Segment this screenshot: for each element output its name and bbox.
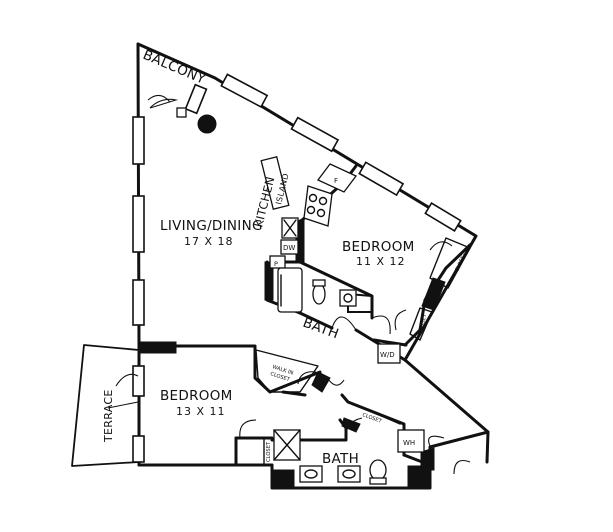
kitchen-fixtures [176,107,358,269]
living-dining-label: LIVING/DINING [160,218,263,234]
bath-2-fixtures [263,429,387,485]
dishwasher-label: DW [283,244,295,252]
bedroom-2-size: 13 X 11 [176,405,226,418]
solid-wall-segments [139,217,446,487]
terrace-label: TERRACE [102,389,115,443]
doors [107,94,471,475]
burner-icon [308,193,318,203]
balcony-label: BALCONY [140,47,208,88]
living-dining-size: 17 X 18 [184,235,234,248]
closet-label: CLOSET [266,441,272,462]
bedroom-2-closets [255,349,425,453]
closet-label: CLOSET [454,251,468,273]
toilet-tank [312,279,326,287]
washer-dryer [377,343,401,364]
windows [132,73,462,463]
toilet [312,283,326,305]
closet-label: CLOSET [417,313,429,335]
cooktop [303,185,333,227]
bath-sink [339,289,357,307]
burner-icon [306,205,316,215]
vanity-sink-right [337,465,361,483]
fridge-label: F [334,177,338,185]
pantry [269,255,286,269]
bath-2-label: BATH [322,451,359,467]
water-heater-label: WH [403,439,415,447]
bedroom-1-label: BEDROOM [342,239,415,255]
water-heater [397,429,425,453]
balcony-post [176,107,187,118]
vanity-sink-left [299,465,323,483]
bath-1-label: BATH [301,315,341,343]
bathtub [277,267,303,313]
burner-icon [318,196,328,206]
burner-icon [316,208,326,218]
toilet [369,459,387,481]
bedroom-1-closets [377,237,471,364]
bath-1-fixtures [277,267,357,313]
fridge [316,163,358,193]
island-counter [260,156,290,210]
bedroom-1-size: 11 X 12 [356,255,406,268]
dishwasher [280,239,299,255]
washer-dryer-label: W/D [380,351,395,359]
column-post [197,114,217,134]
bedroom-2-label: BEDROOM [160,388,233,404]
pantry-label: P [274,260,278,268]
